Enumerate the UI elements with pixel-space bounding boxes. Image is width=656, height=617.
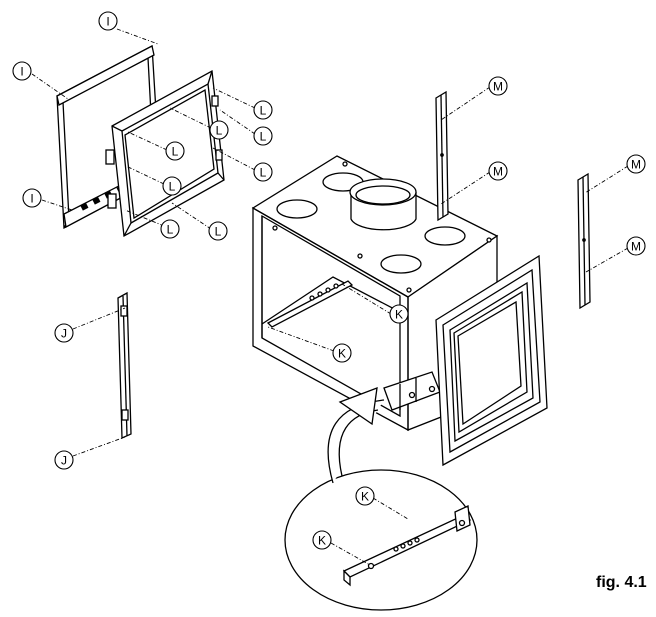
svg-text:K: K	[361, 490, 369, 504]
callout-k-4: K	[312, 530, 332, 550]
svg-text:L: L	[169, 180, 176, 194]
svg-text:K: K	[338, 347, 346, 361]
callout-m-2: M	[488, 161, 508, 181]
svg-text:L: L	[260, 166, 267, 180]
callout-i-1: I	[98, 11, 118, 31]
svg-text:L: L	[172, 145, 179, 159]
svg-text:L: L	[260, 130, 267, 144]
callout-k-3: K	[355, 486, 375, 506]
callout-j-1: J	[54, 323, 74, 343]
callout-i-3: I	[22, 188, 42, 208]
callout-l-5: L	[253, 162, 273, 182]
callout-l-2: L	[253, 126, 273, 146]
callout-k-2: K	[332, 343, 352, 363]
callout-i-2: I	[12, 61, 32, 81]
svg-text:L: L	[167, 223, 174, 237]
callout-m-1: M	[488, 76, 508, 96]
callout-j-2: J	[54, 450, 74, 470]
svg-text:M: M	[631, 158, 641, 172]
svg-text:I: I	[30, 192, 33, 206]
svg-text:L: L	[215, 225, 222, 239]
svg-text:J: J	[61, 327, 67, 341]
callout-l-8: L	[160, 219, 180, 239]
svg-text:K: K	[318, 534, 326, 548]
svg-text:K: K	[395, 308, 403, 322]
callout-l-6: L	[162, 176, 182, 196]
detail-magnifier	[284, 387, 478, 611]
svg-text:M: M	[631, 240, 641, 254]
svg-text:I: I	[20, 65, 23, 79]
svg-text:L: L	[216, 124, 223, 138]
callout-l-7: L	[208, 221, 228, 241]
svg-text:L: L	[260, 104, 267, 118]
callout-m-4: M	[626, 236, 646, 256]
svg-text:M: M	[493, 80, 503, 94]
strip-j	[117, 291, 132, 439]
svg-text:M: M	[493, 165, 503, 179]
callout-l-4: L	[165, 141, 185, 161]
svg-text:J: J	[61, 454, 67, 468]
callout-k-1: K	[389, 304, 409, 324]
figure-caption: fig. 4.1	[596, 574, 647, 591]
callout-l-3: L	[209, 120, 229, 140]
strip-m-left	[435, 90, 449, 222]
callout-m-3: M	[626, 154, 646, 174]
front-door-frame	[435, 254, 548, 467]
leader-lines	[31, 28, 629, 566]
strip-m-right	[577, 172, 591, 310]
callout-l-1: L	[253, 100, 273, 120]
svg-text:I: I	[106, 15, 109, 29]
